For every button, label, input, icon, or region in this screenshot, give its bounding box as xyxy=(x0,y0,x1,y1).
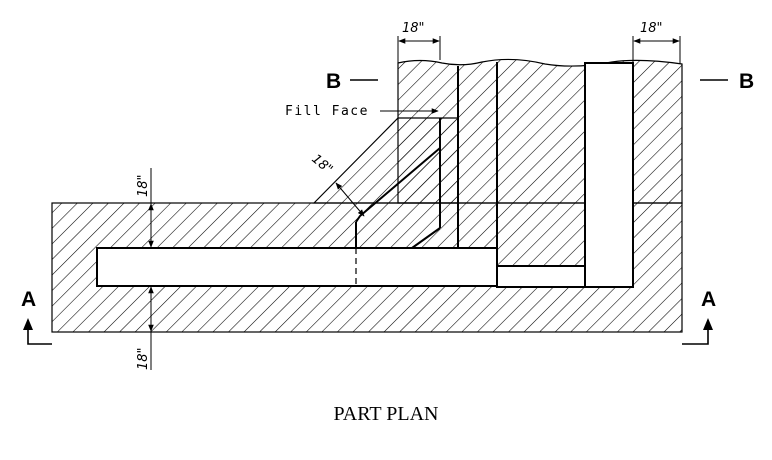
fill-face-callout: Fill Face xyxy=(285,104,439,119)
dimension-top-left: 18" xyxy=(397,21,441,63)
section-b-left-text: B xyxy=(326,70,341,93)
dimension-top-left-text: 18" xyxy=(402,21,425,36)
section-b-right-text: B xyxy=(739,70,754,93)
junction-void xyxy=(496,265,586,288)
dimension-top-right: 18" xyxy=(632,21,681,64)
section-mark-b-right: B xyxy=(700,70,754,93)
section-a-right-text: A xyxy=(701,288,716,311)
vertical-void xyxy=(584,62,634,288)
section-a-left-text: A xyxy=(21,288,36,311)
fill-face-label: Fill Face xyxy=(285,104,369,119)
dimension-left-lower: 18" xyxy=(136,286,154,370)
section-a-left-arrow-icon xyxy=(23,318,33,330)
horizontal-void xyxy=(96,247,498,287)
section-mark-b-left: B xyxy=(326,70,378,93)
drawing-title: PART PLAN xyxy=(334,403,439,425)
dimension-diagonal-text: 18" xyxy=(308,152,335,178)
dimension-left-upper: 18" xyxy=(136,168,154,248)
internal-voids xyxy=(96,62,634,288)
dimension-left-lower-text: 18" xyxy=(136,347,151,370)
dimension-top-right-text: 18" xyxy=(640,21,663,36)
section-mark-a-right: A xyxy=(682,288,716,345)
dimension-left-upper-text: 18" xyxy=(136,174,151,197)
lower-joint-line xyxy=(411,227,441,249)
section-mark-a-left: A xyxy=(21,288,52,345)
section-a-right-arrow-icon xyxy=(703,318,713,330)
